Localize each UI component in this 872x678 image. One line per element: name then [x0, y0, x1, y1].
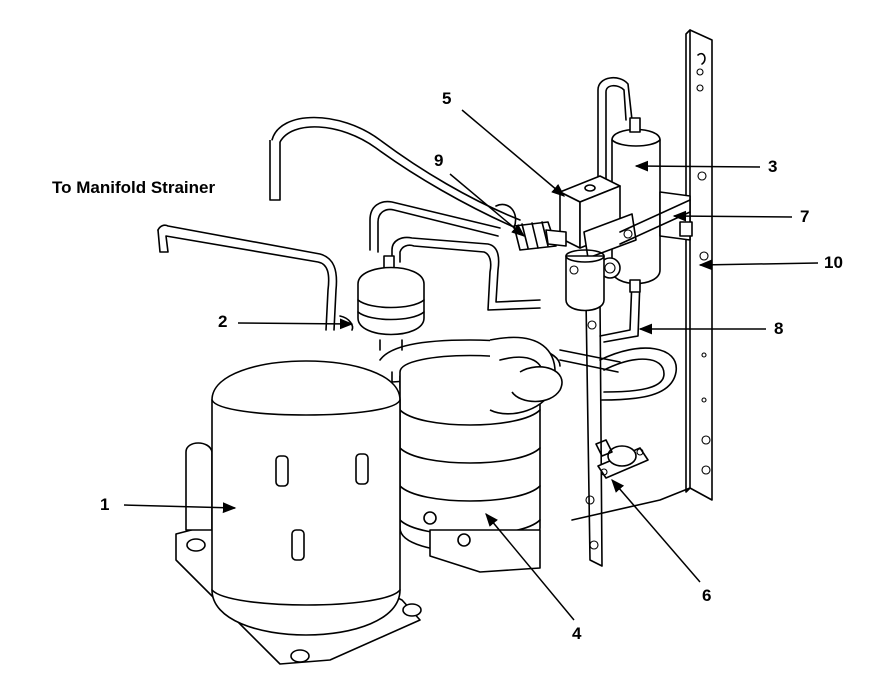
callout-2: 2 [218, 312, 354, 331]
condenser-coil [399, 336, 563, 573]
callout-label-2: 2 [218, 312, 227, 331]
flare-fitting [495, 203, 567, 251]
callout-9: 9 [434, 151, 526, 237]
callout-5: 5 [442, 89, 566, 197]
callout-6: 6 [611, 478, 711, 605]
caption-to-manifold-strainer: To Manifold Strainer [52, 178, 215, 197]
callout-4: 4 [485, 512, 582, 643]
callout-label-3: 3 [768, 157, 777, 176]
callout-label-6: 6 [702, 586, 711, 605]
callout-10: 10 [698, 253, 843, 272]
callout-label-7: 7 [800, 207, 809, 226]
callout-8: 8 [638, 319, 783, 338]
callout-label-4: 4 [572, 624, 582, 643]
callout-label-9: 9 [434, 151, 443, 170]
callout-label-5: 5 [442, 89, 451, 108]
callout-label-1: 1 [100, 495, 109, 514]
pressure-switch [595, 439, 649, 479]
callout-7: 7 [672, 207, 809, 226]
callout-1: 1 [100, 495, 237, 514]
callout-3: 3 [634, 157, 777, 176]
compressor [175, 360, 422, 665]
accumulator [339, 255, 425, 351]
solenoid-valve [559, 175, 637, 312]
callout-label-10: 10 [824, 253, 843, 272]
callout-label-8: 8 [774, 319, 783, 338]
